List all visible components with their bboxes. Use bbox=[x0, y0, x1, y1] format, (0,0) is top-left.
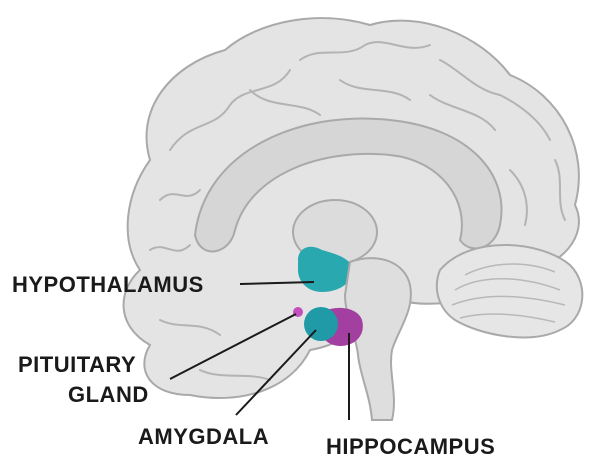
hippocampus-label: HIPPOCAMPUS bbox=[326, 434, 495, 460]
cerebellum bbox=[437, 245, 582, 337]
amygdala-label: AMYGDALA bbox=[138, 424, 269, 450]
pituitary-label-line2: GLAND bbox=[68, 382, 149, 408]
hypothalamus-label: HYPOTHALAMUS bbox=[12, 272, 204, 298]
pituitary-label-line1: PITUITARY bbox=[18, 352, 136, 378]
